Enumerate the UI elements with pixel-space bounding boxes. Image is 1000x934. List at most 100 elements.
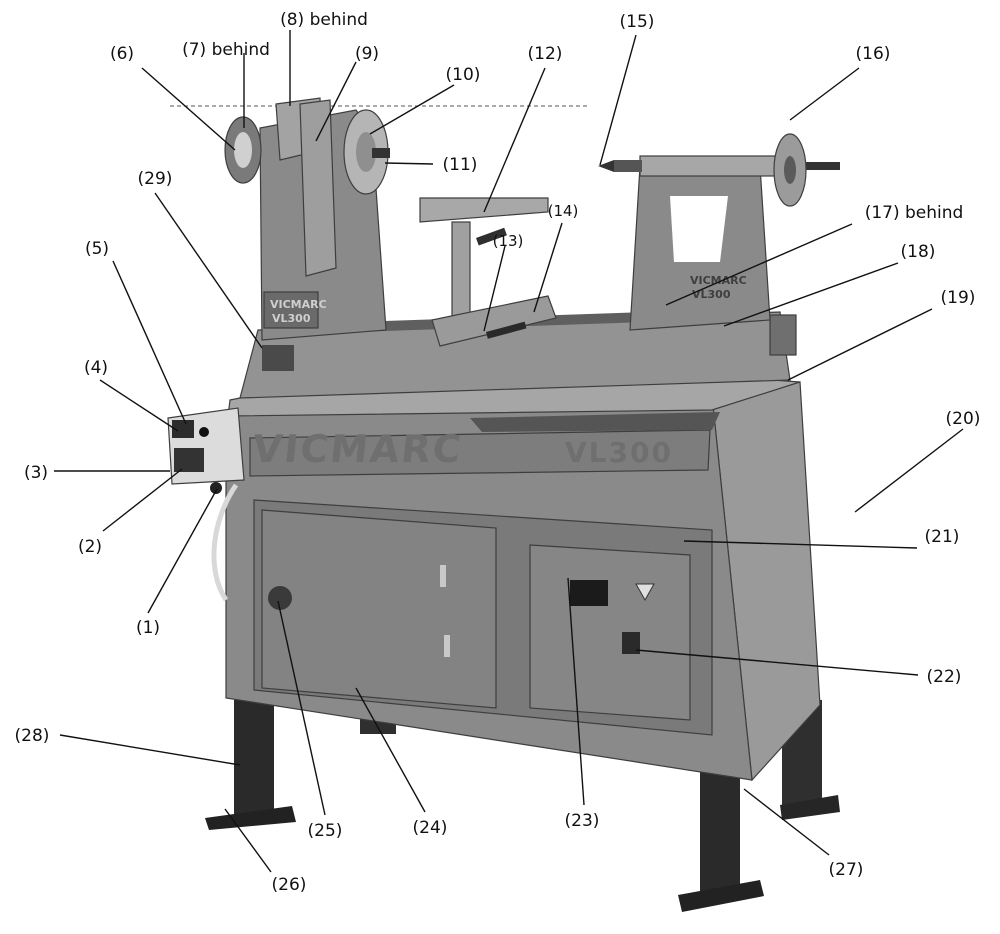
callout-23: (23) (565, 811, 600, 831)
callout-11: (11) (443, 155, 478, 175)
door-hinge-upper (440, 565, 446, 587)
callout-22: (22) (927, 667, 962, 687)
callout-15: (15) (620, 12, 655, 32)
tailstock-quill (639, 155, 781, 177)
isolator-switch (622, 632, 640, 654)
speed-knob (199, 427, 209, 437)
callout-3: (3) (24, 463, 48, 483)
headstock-badge (263, 291, 319, 329)
leader-12 (483, 67, 546, 213)
callout-10: (10) (446, 65, 481, 85)
electrical-panel (529, 544, 691, 721)
callout-6: (6) (110, 44, 134, 64)
leader-29 (154, 192, 263, 349)
control-box (167, 407, 245, 485)
callout-21: (21) (925, 527, 960, 547)
callout-labels: (1) (2) (3) (4) (5) (6) (7) behind (8) b… (15, 10, 981, 895)
leader-5 (112, 260, 187, 425)
front-right-foot (678, 880, 764, 912)
front-brand-logo: VICMARC (250, 427, 464, 471)
callout-16: (16) (856, 44, 891, 64)
callout-28: (28) (15, 726, 50, 746)
tray-opening (470, 412, 720, 432)
front-brand-model: VL300 (565, 436, 673, 469)
callout-14: (14) (548, 202, 579, 220)
callout-7: (7) behind (182, 40, 270, 60)
headstock-arm (299, 99, 337, 277)
leader-lines (54, 30, 964, 873)
leader-1 (147, 488, 218, 614)
callout-4: (4) (84, 358, 108, 378)
tool-rest-lock-handle (476, 227, 507, 246)
leader-16 (789, 67, 860, 121)
warning-sign-icon (635, 583, 655, 602)
tailstock-brand-logo: VICMARC (690, 274, 747, 287)
callout-25: (25) (308, 821, 343, 841)
tool-rest-bar (419, 197, 549, 223)
banjo-lock-lever (485, 321, 527, 339)
leader-19 (787, 308, 933, 381)
door-hinge-lower (444, 635, 450, 657)
leader-24 (355, 687, 426, 813)
tailstock-brand-model: VL300 (692, 288, 731, 301)
callout-24: (24) (413, 818, 448, 838)
outboard-hub (234, 132, 252, 168)
leader-27 (743, 788, 830, 856)
headstock-brand-model: VL300 (272, 312, 311, 325)
callout-2: (2) (78, 537, 102, 557)
door-knob (268, 586, 292, 610)
callout-9: (9) (355, 44, 379, 64)
live-centre-point (598, 160, 614, 172)
spindle-nose (372, 148, 390, 158)
leader-23 (567, 577, 585, 806)
callout-17: (17) behind (865, 203, 964, 223)
leader-18 (723, 262, 899, 327)
rating-plate (262, 345, 294, 371)
callout-1: (1) (136, 618, 160, 638)
leader-15 (599, 34, 637, 166)
callout-8: (8) behind (280, 10, 368, 30)
tailstock: VICMARC VL300 (598, 133, 840, 331)
pendant-cable (211, 483, 239, 602)
callout-13: (13) (493, 232, 524, 250)
leader-17 (665, 223, 853, 306)
headstock-brand-logo: VICMARC (270, 298, 327, 311)
chip-tray (249, 429, 711, 477)
callout-5: (5) (85, 239, 109, 259)
front-left-leg (234, 700, 274, 820)
cabinet: VICMARC VL300 (225, 373, 821, 782)
bed-end-block (769, 314, 797, 356)
leader-20 (854, 428, 964, 513)
access-door (261, 509, 497, 709)
magnetic-base (210, 482, 222, 494)
quill-screw (780, 162, 840, 170)
tailstock-handwheel-hub (784, 156, 796, 184)
leader-2 (102, 468, 183, 532)
switch-cluster (174, 448, 204, 472)
callout-29: (29) (138, 169, 173, 189)
live-centre-body (614, 160, 642, 172)
leader-6 (141, 67, 236, 151)
speed-display (570, 580, 608, 606)
tailstock-window (670, 196, 728, 262)
leader-25 (277, 600, 326, 816)
leader-21 (683, 540, 918, 549)
callout-20: (20) (946, 409, 981, 429)
leader-13 (483, 245, 506, 332)
leader-11 (384, 162, 434, 165)
leader-4 (99, 379, 179, 432)
front-left-foot (205, 806, 296, 830)
callout-18: (18) (901, 242, 936, 262)
callout-27: (27) (829, 860, 864, 880)
banjo (431, 295, 557, 347)
tool-rest-assembly (419, 197, 557, 347)
control-box-display (172, 420, 194, 438)
leader-22 (635, 649, 919, 676)
leader-10 (369, 84, 455, 135)
leader-14 (533, 222, 563, 313)
pendant-control (167, 407, 245, 602)
leader-9 (315, 61, 357, 142)
callout-19: (19) (941, 288, 976, 308)
